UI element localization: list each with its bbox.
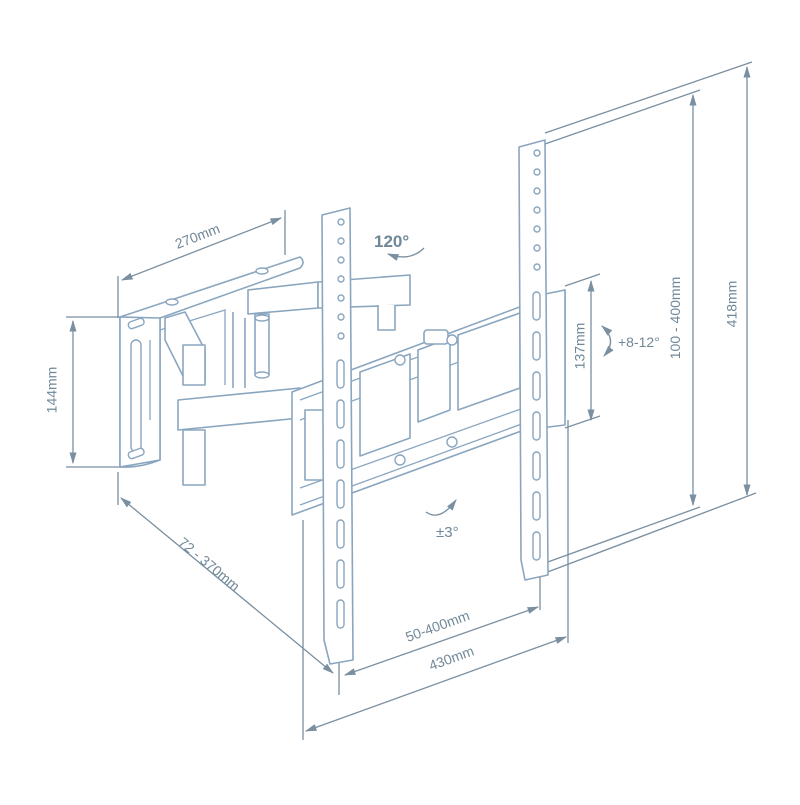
left-vertical-rail	[321, 207, 354, 665]
label-vesa-vertical: 100 - 400mm	[667, 276, 684, 360]
label-rail-height: 418mm	[723, 280, 740, 328]
swivel-arrow-icon	[386, 247, 425, 261]
dimension-72-370mm	[117, 472, 334, 674]
right-vertical-rail	[518, 139, 549, 581]
label-level-adjust: ±3°	[436, 524, 459, 541]
level-arrow-icon	[425, 499, 457, 516]
dimension-430mm	[302, 420, 569, 740]
label-swivel-angle: 120°	[374, 232, 410, 251]
label-frame-height: 137mm	[571, 322, 588, 370]
label-tilt-angle: +8-12°	[618, 334, 660, 350]
articulating-arms	[164, 274, 411, 486]
dimension-137mm	[564, 273, 601, 429]
dimension-144mm	[66, 316, 122, 468]
dimension-418mm	[544, 61, 757, 574]
tilt-arrow-icon	[601, 325, 614, 357]
dimension-270mm	[117, 210, 286, 318]
wall-plate	[119, 256, 304, 468]
label-wall-plate-height: 144mm	[43, 366, 60, 414]
dimension-100-400mm	[544, 89, 701, 564]
dimension-50-400mm	[338, 575, 541, 695]
